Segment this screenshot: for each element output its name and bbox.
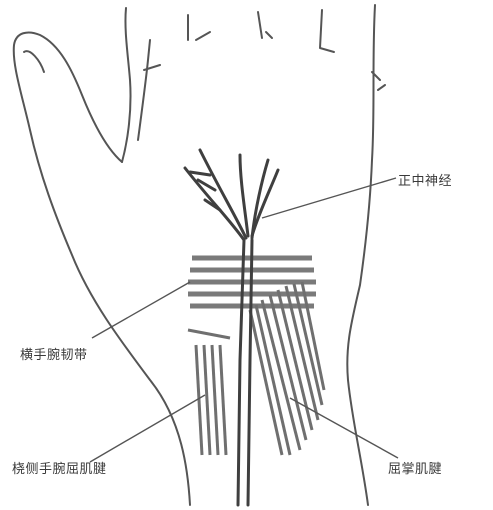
hand-outline-radial (14, 32, 190, 505)
label-flexor-tendons: 屈掌肌腱 (388, 458, 442, 477)
finger-crease-3 (320, 10, 334, 52)
hand-outline-ulnar (347, 5, 375, 505)
flexor-carpi-radialis-shape (188, 330, 230, 455)
leader-fds (290, 398, 398, 458)
leader-fcr (90, 395, 205, 462)
finger-crease-1 (188, 15, 210, 40)
leader-median-nerve (262, 178, 396, 218)
label-median-nerve: 正中神经 (398, 170, 452, 189)
leader-ligament (92, 282, 190, 338)
label-transverse-carpal-ligament: 横手腕韧带 (20, 344, 88, 363)
label-flexor-carpi-radialis-tendon: 桡侧手腕屈肌腱 (12, 458, 107, 477)
finger-crease-2 (258, 12, 272, 38)
index-finger (122, 8, 131, 162)
index-finger-inner (138, 40, 160, 140)
median-nerve-shape (185, 150, 278, 505)
thumb-inner (24, 51, 44, 72)
